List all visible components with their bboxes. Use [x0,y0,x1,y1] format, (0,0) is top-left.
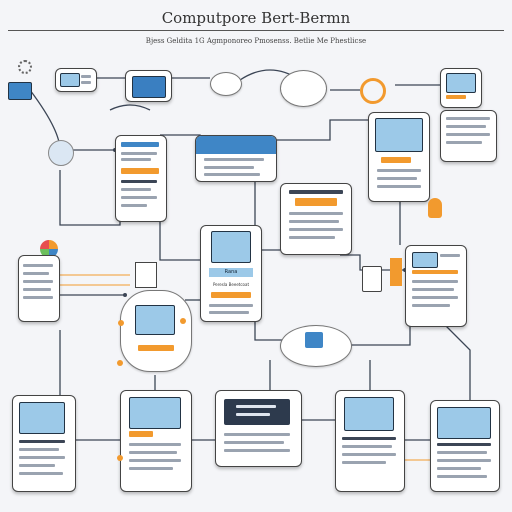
card-f-screen [135,305,175,335]
card-c-sublabel: Peresla Beeetcoat [212,282,250,287]
node-top-right [440,68,482,108]
connector-dot [180,318,186,324]
cloud-sync-icon [210,72,242,96]
workflow-icon [48,140,74,166]
gear-icon [18,60,32,74]
node-card-top-right [368,112,430,202]
cloud-node-top [280,70,327,107]
monitor-icon [8,82,32,100]
cloud-server-icon [305,332,323,348]
node-left-doc [18,255,60,322]
node-settings [55,68,97,92]
card-f-bar [138,345,174,351]
card-c-label: Rana [209,268,253,277]
node-bottom-3 [215,390,302,467]
orange-node-icon [360,78,386,104]
diagram-subtitle: Bjess Geldita 1G Agmponoreo Pmosenss. Be… [145,37,367,45]
diagram-title: Computpore Bert-Bermn [161,9,351,27]
card-f-doc-icon [135,262,157,288]
connector-dot [117,455,123,461]
node-card-e [405,245,467,327]
node-bottom-4 [335,390,405,492]
node-top-a [125,70,172,102]
tablet-icon [362,266,382,292]
connector-dot [117,360,123,366]
orange-person-icon [428,198,442,218]
node-bottom-1 [12,395,76,492]
node-card-a [115,135,167,222]
node-card-c: Rana Peresla Beeetcoat [200,225,262,322]
node-bottom-2 [120,390,192,492]
title-divider [8,30,504,31]
node-card-far-right [440,110,497,162]
people-icon [40,240,58,258]
node-card-b [195,135,277,182]
connector-dot [118,320,124,326]
node-card-d [280,183,352,255]
orange-doc-icon [390,258,402,286]
node-bottom-5 [430,400,500,492]
